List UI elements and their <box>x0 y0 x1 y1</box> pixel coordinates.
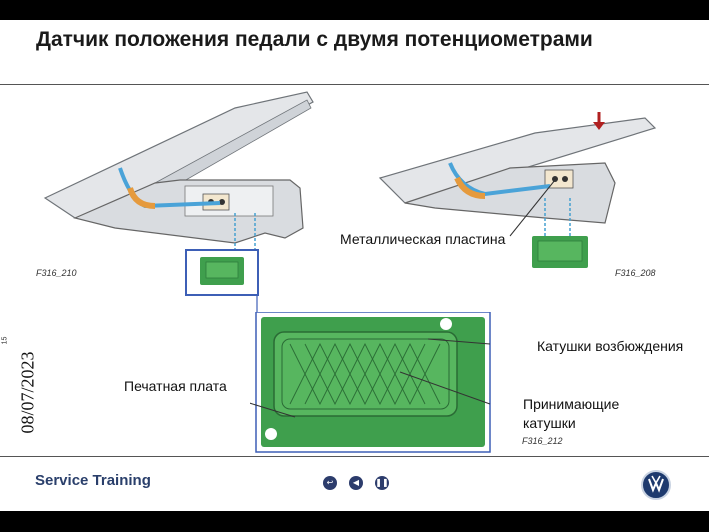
return-icon[interactable]: ↩ <box>323 476 337 490</box>
figure-code-bottom: F316_212 <box>522 436 563 446</box>
header-divider <box>0 84 709 85</box>
pressure-arrow-icon <box>593 112 605 130</box>
brand-label: Service Training <box>35 472 151 489</box>
date-stamp: 08/07/2023 <box>17 351 38 434</box>
label-excitation-coils: Катушки возбюждения <box>537 338 684 354</box>
pedal-sensor-illustration-left <box>43 91 314 296</box>
pause-icon[interactable]: ❚❚ <box>375 476 389 490</box>
label-receiving-coils-1: Принимающие <box>523 396 620 412</box>
page-title: Датчик положения педали с двумя потенцио… <box>36 28 593 51</box>
bottom-black-bar <box>0 511 709 532</box>
top-black-bar <box>0 0 709 20</box>
label-receiving-coils-2: катушки <box>523 415 576 431</box>
detail-connector-lines <box>256 294 258 312</box>
label-pcb: Печатная плата <box>124 378 227 394</box>
label-metal-plate: Металлическая пластина <box>340 231 506 247</box>
figure-code-right: F316_208 <box>615 268 656 278</box>
vw-emblem-icon <box>648 475 664 493</box>
back-icon[interactable]: ◀ <box>349 476 363 490</box>
page-number: 15 <box>1 336 9 345</box>
vw-logo <box>641 470 671 500</box>
figure-code-left: F316_210 <box>36 268 77 278</box>
footer-divider <box>0 456 709 457</box>
pedal-sensor-illustration-right <box>378 112 657 268</box>
pcb-detail <box>250 312 491 453</box>
